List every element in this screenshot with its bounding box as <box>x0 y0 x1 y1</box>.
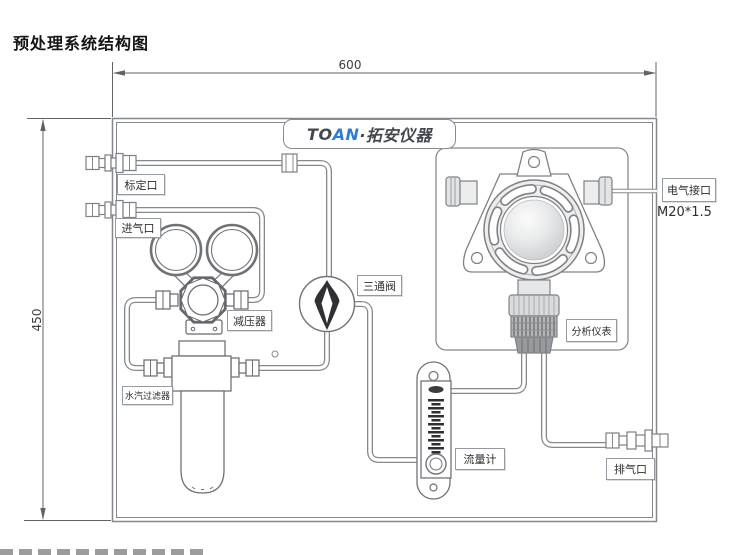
brand-logo-suffix: ·拓安仪器 <box>359 126 432 145</box>
label-analyzer: 分析仪表 <box>566 319 617 342</box>
dimension-height-label: 450 <box>30 308 44 332</box>
gas-inlet-fitting <box>85 199 137 221</box>
dimension-width-lines <box>112 62 657 117</box>
page-title: 预处理系统结构图 <box>13 34 150 53</box>
label-flow-meter: 流量计 <box>455 448 505 470</box>
label-pressure-reducer: 减压器 <box>227 310 272 331</box>
dimension-width-label: 600 <box>338 58 362 72</box>
calibration-port-fitting <box>85 152 137 174</box>
pipes <box>124 160 612 463</box>
label-calibration-port: 标定口 <box>117 174 165 195</box>
pressure-reducer <box>155 276 249 335</box>
exhaust-port-fitting <box>605 429 669 452</box>
flow-meter <box>416 361 452 500</box>
pressure-gauges <box>149 223 259 295</box>
label-gas-inlet: 进气口 <box>115 218 161 238</box>
bezel-slots <box>488 184 580 276</box>
brand-logo-prefix: TO <box>307 124 333 144</box>
moisture-filter <box>143 340 260 494</box>
panel-mount-hole <box>271 350 279 358</box>
label-exhaust-port: 排气口 <box>606 458 655 480</box>
label-moisture-filter: 水汽过滤器 <box>122 386 173 405</box>
electrical-thread-label: M20*1.5 <box>657 204 712 220</box>
cropped-text-fragment <box>0 549 208 555</box>
analyzer-device <box>445 148 613 354</box>
pipe-union-coupling <box>281 153 298 173</box>
dimension-height-lines <box>24 118 111 521</box>
label-electrical-port: 电气接口 <box>662 178 716 202</box>
brand-logo-accent: AN <box>332 124 360 144</box>
three-way-valve <box>298 275 356 333</box>
label-three-way-valve: 三通阀 <box>357 275 402 296</box>
